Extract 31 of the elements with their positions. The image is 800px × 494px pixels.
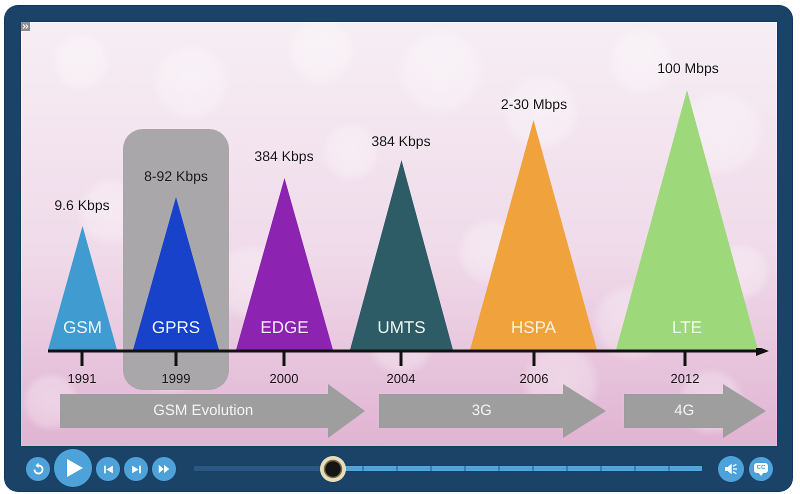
generation-label: UMTS [377, 319, 426, 337]
triangle-peak [616, 90, 758, 350]
era-banner [60, 384, 365, 438]
generation-label: EDGE [260, 319, 309, 337]
generation-label: GPRS [152, 319, 200, 337]
generation-label: HSPA [510, 319, 556, 337]
speed-label: 384 Kbps [371, 132, 431, 150]
year-label: 2000 [270, 370, 298, 388]
year-label: 2004 [386, 370, 416, 388]
highlight-panel [123, 129, 229, 390]
year-label: 2006 [520, 370, 548, 388]
year-label: 1991 [68, 370, 96, 388]
triangle-peak [236, 178, 333, 350]
era-label: 4G [674, 402, 694, 420]
year-label: 2012 [670, 370, 700, 388]
era-banner [624, 384, 766, 438]
speed-label: 100 Mbps [657, 59, 719, 77]
speed-label: 384 Kbps [254, 147, 314, 165]
generation-label: GSM [63, 319, 102, 337]
era-label: 3G [472, 402, 492, 420]
speed-label: 2-30 Mbps [500, 95, 568, 113]
triangle-peak [48, 226, 117, 350]
era-banner [379, 384, 606, 438]
triangle-peak [470, 120, 597, 350]
generation-label: LTE [672, 319, 702, 337]
triangle-peak [133, 197, 219, 350]
speed-label: 8-92 Kbps [144, 167, 208, 185]
year-label: 1999 [162, 370, 190, 388]
speed-label: 9.6 Kbps [54, 196, 110, 214]
era-label: GSM Evolution [153, 402, 254, 420]
triangle-peak [350, 160, 453, 350]
